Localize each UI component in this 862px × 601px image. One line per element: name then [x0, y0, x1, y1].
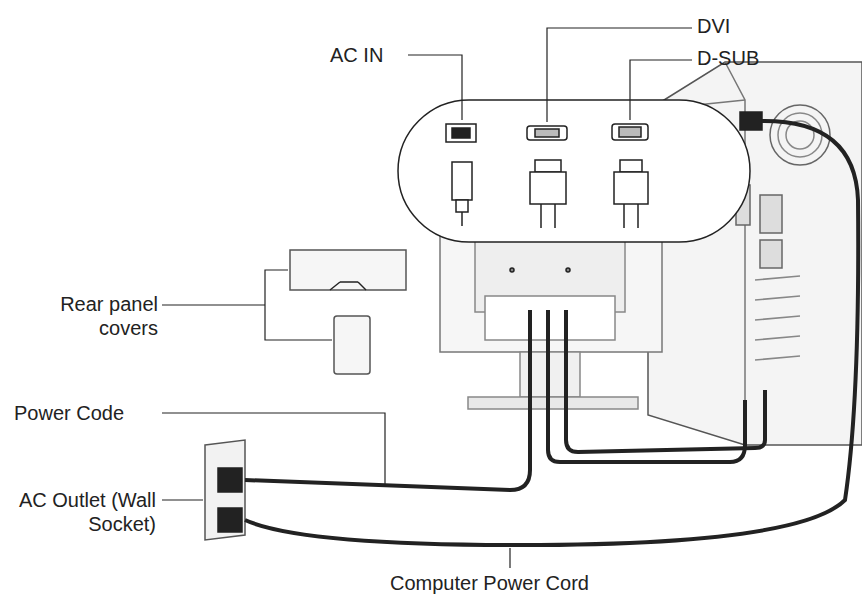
connector-panel: [398, 100, 750, 242]
cables: [245, 121, 858, 545]
part-label: Rear panel covers: [48, 292, 158, 340]
connector-label: D-SUB: [697, 46, 787, 70]
leader-lines: [162, 28, 692, 568]
connector-label: AC IN: [330, 43, 410, 67]
connector-label: DVI: [697, 14, 777, 38]
part-label: Power Code: [14, 401, 159, 425]
part-label: Computer Power Cord: [390, 571, 650, 595]
monitor-rear: [440, 232, 662, 409]
part-label: AC Outlet (Wall Socket): [6, 488, 156, 536]
wall-outlet: [205, 440, 245, 540]
rear-panel-covers: [290, 250, 406, 374]
